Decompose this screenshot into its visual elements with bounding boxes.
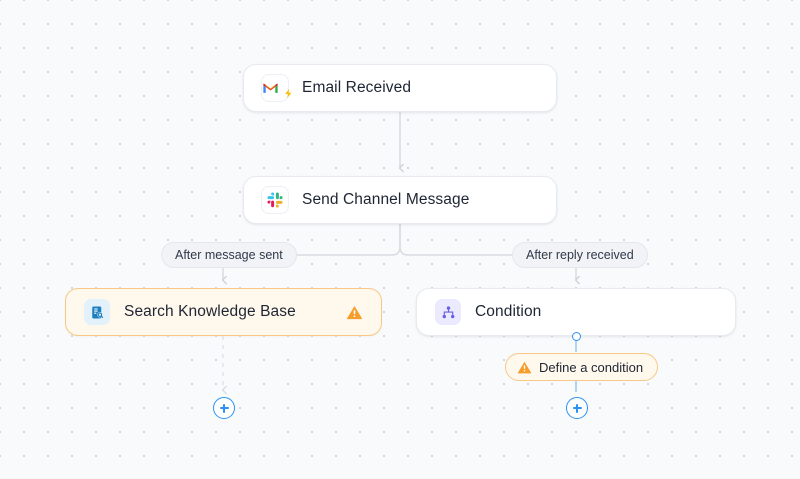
condition-branch-icon [435, 299, 461, 325]
edge-label-text: After message sent [175, 248, 283, 262]
warning-triangle-icon [517, 360, 532, 375]
node-label: Email Received [302, 79, 412, 96]
callout-text: Define a condition [539, 359, 644, 375]
node-search-knowledge-base[interactable]: Search Knowledge Base [65, 288, 382, 336]
knowledge-base-icon [84, 299, 110, 325]
node-condition[interactable]: Condition [416, 288, 736, 336]
condition-source-handle[interactable] [571, 331, 581, 341]
warning-triangle-icon[interactable] [346, 304, 363, 321]
node-email-received[interactable]: Email Received [243, 64, 557, 112]
slack-icon [262, 187, 288, 213]
node-label: Condition [475, 303, 542, 320]
node-send-channel-message[interactable]: Send Channel Message [243, 176, 557, 224]
lightning-bolt-badge [285, 88, 292, 98]
edge-label-after-message-sent[interactable]: After message sent [161, 242, 297, 268]
edge-label-after-reply-received[interactable]: After reply received [512, 242, 648, 268]
add-step-button-left[interactable] [213, 397, 235, 419]
gmail-icon [262, 75, 292, 101]
node-label: Send Channel Message [302, 191, 470, 208]
edge-label-text: After reply received [526, 248, 634, 262]
add-step-button-right[interactable] [566, 397, 588, 419]
node-label: Search Knowledge Base [124, 303, 296, 320]
callout-define-a-condition[interactable]: Define a condition [505, 353, 659, 381]
